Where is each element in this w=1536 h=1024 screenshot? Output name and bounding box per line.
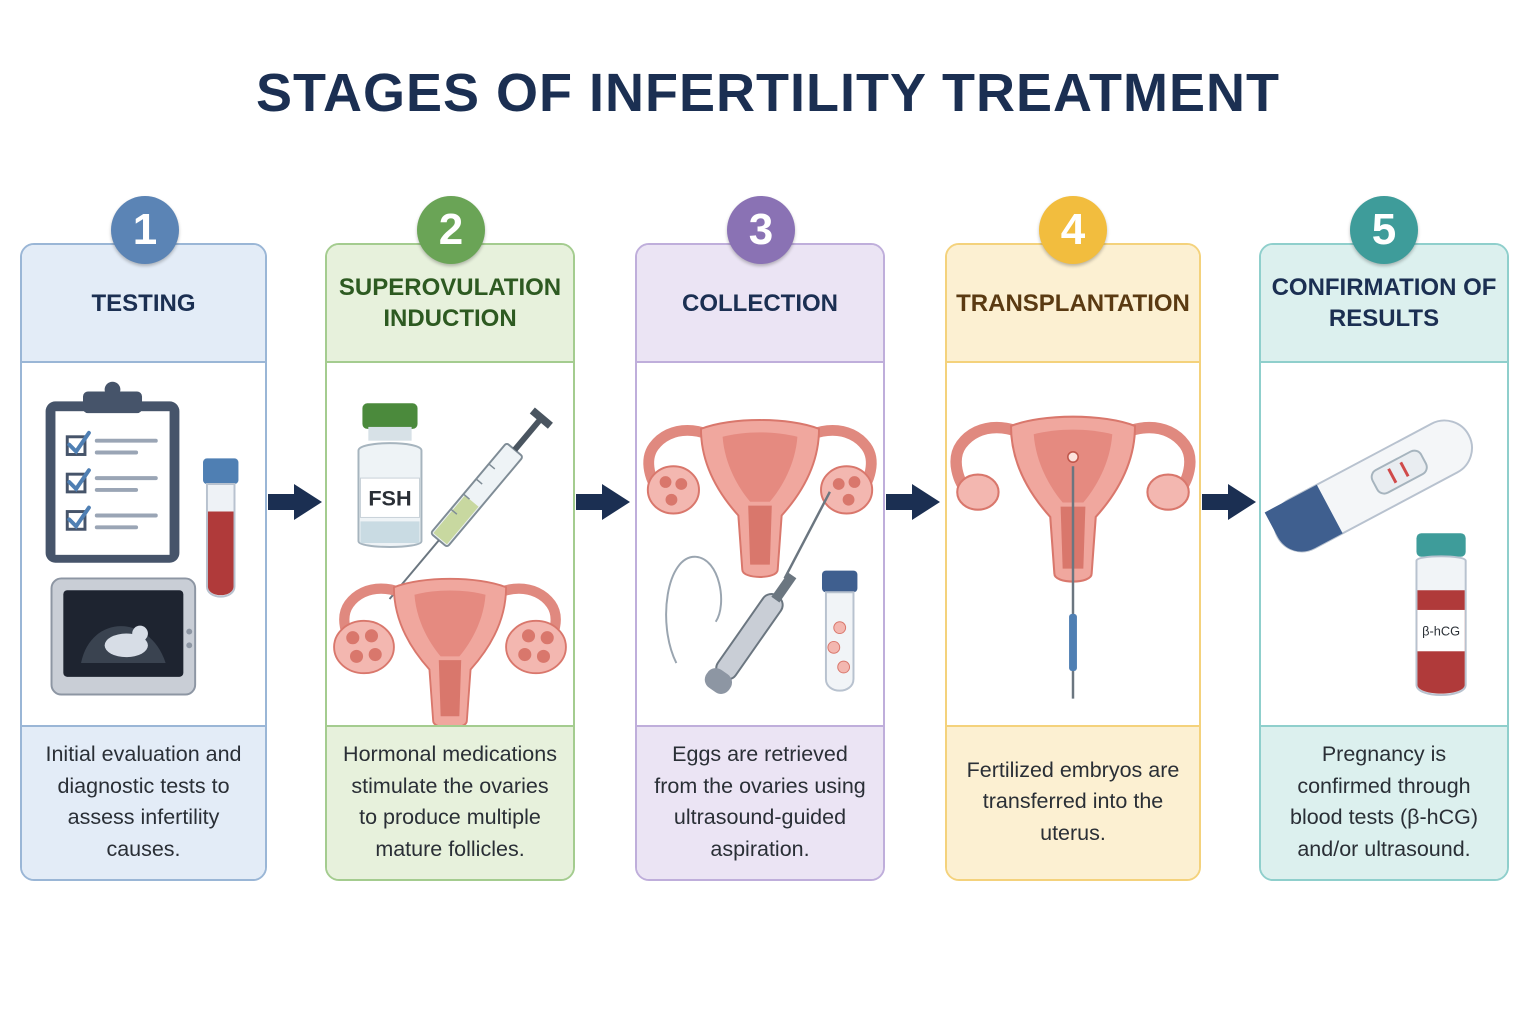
stage-description: Initial evaluation and diagnostic tests … [22, 725, 265, 879]
follicle-ovary-right [505, 619, 567, 675]
aspiration-probe-icon [665, 491, 831, 694]
clipboard-checklist-icon [45, 381, 180, 563]
fsh-vial-icon: FSH [357, 403, 423, 548]
stage-card-superovulation: SUPEROVULATION INDUCTION FSH [325, 243, 575, 881]
egg-tube-icon [821, 570, 858, 692]
step-3-badge: 3 [727, 196, 795, 264]
stage-card-transplantation: TRANSPLANTATION Fertilized embryos are t… [945, 243, 1201, 881]
ultrasound-monitor-icon [50, 577, 197, 696]
stage-title: CONFIRMATION OF RESULTS [1261, 245, 1507, 363]
arrow-right-icon [886, 484, 940, 520]
stage-description: Eggs are retrieved from the ovaries usin… [637, 725, 883, 879]
stage-description: Fertilized embryos are transferred into … [947, 725, 1199, 879]
step-1-badge: 1 [111, 196, 179, 264]
stage-description: Hormonal medications stimulate the ovari… [327, 725, 573, 879]
step-5-badge: 5 [1350, 196, 1418, 264]
follicle-ovary-left [333, 619, 395, 675]
uterus-ovaries-icon [648, 420, 872, 577]
syringe-icon [388, 407, 553, 600]
stage-illustration [947, 365, 1199, 725]
stage-card-testing: TESTING [20, 243, 267, 881]
stage-card-collection: COLLECTION [635, 243, 885, 881]
step-4-badge: 4 [1039, 196, 1107, 264]
vial-label: FSH [368, 486, 411, 511]
stage-title: SUPEROVULATION INDUCTION [327, 245, 573, 363]
arrow-right-icon [576, 484, 630, 520]
step-2-badge: 2 [417, 196, 485, 264]
arrow-right-icon [268, 484, 322, 520]
stage-card-confirmation: CONFIRMATION OF RESULTS β-hCG Pregnancy … [1259, 243, 1509, 881]
stage-illustration: β-hCG [1261, 365, 1507, 725]
pregnancy-test-icon [1264, 419, 1473, 553]
stage-illustration [637, 365, 883, 725]
vial-label: β-hCG [1422, 624, 1460, 639]
uterus-ovaries-icon [956, 417, 1190, 582]
stage-description: Pregnancy is confirmed through blood tes… [1261, 725, 1507, 879]
blood-tube-icon [203, 458, 239, 598]
stage-illustration [22, 365, 265, 725]
uterus-ovaries-icon [333, 579, 567, 725]
stage-illustration: FSH [327, 365, 573, 725]
page-title: STAGES OF INFERTILITY TREATMENT [256, 63, 1280, 123]
stage-title: TESTING [22, 245, 265, 363]
hcg-vial-icon: β-hCG [1415, 533, 1467, 696]
stage-title: TRANSPLANTATION [947, 245, 1199, 363]
transfer-catheter-icon [1069, 466, 1077, 699]
arrow-right-icon [1202, 484, 1256, 520]
stage-title: COLLECTION [637, 245, 883, 363]
